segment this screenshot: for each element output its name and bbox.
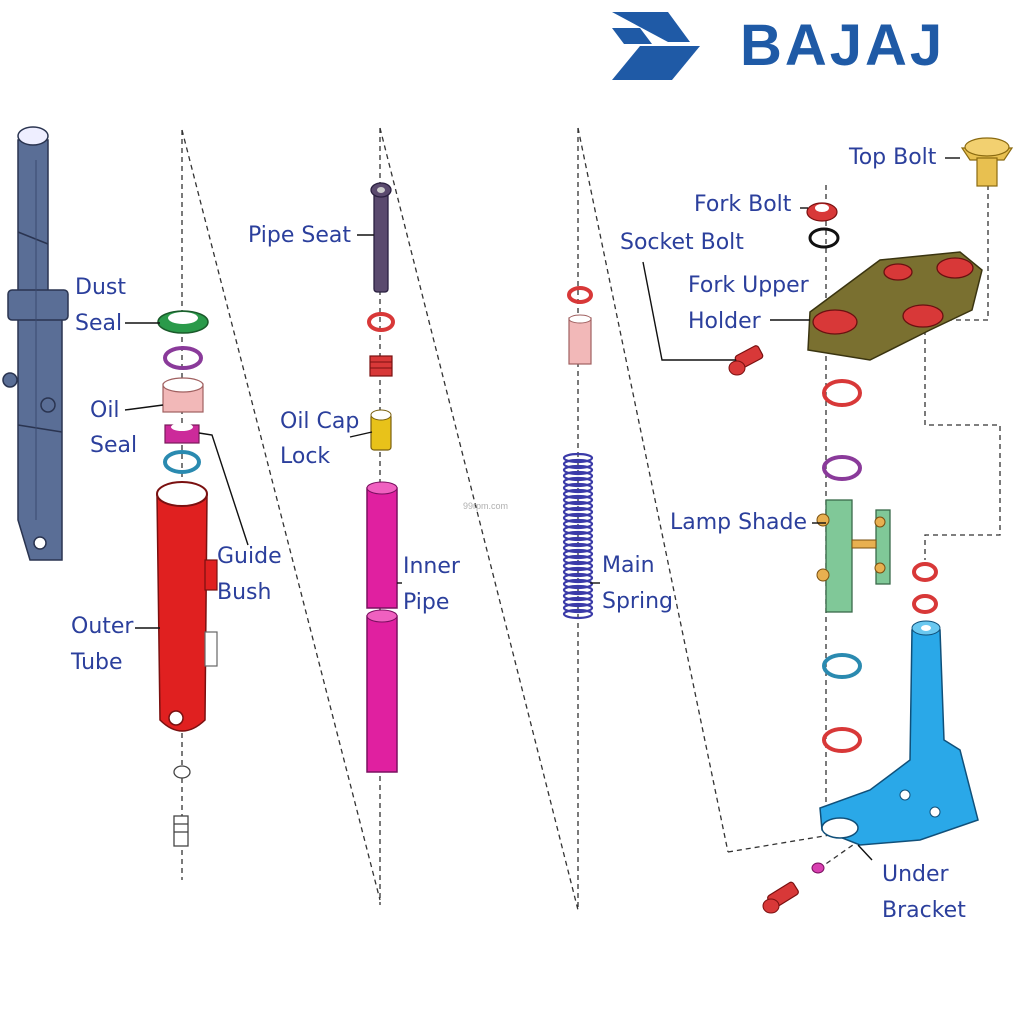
main-spring-part [562, 452, 594, 620]
label-top-bolt: Top Bolt [849, 145, 937, 170]
oil-seal-part [162, 377, 204, 413]
label-dust-seal-2: Seal [75, 311, 123, 336]
spring-coil [562, 566, 594, 578]
spring-coil [562, 536, 594, 548]
spring-coil [562, 452, 594, 464]
label-oil-seal-1: Oil [90, 398, 120, 423]
ring-black-1 [808, 227, 840, 249]
ring-red-2 [567, 286, 593, 304]
spring-coil [562, 512, 594, 524]
leader-lines [124, 157, 960, 861]
outer-tube-part [156, 481, 218, 732]
spring-coil [562, 524, 594, 536]
fork-bolt-part [806, 202, 838, 222]
inner-pipe-part [366, 481, 398, 773]
spring-coil [562, 554, 594, 566]
spring-coil [562, 530, 594, 542]
label-under-bracket-2: Bracket [882, 898, 966, 923]
label-fork-upper-holder-1: Fork Upper [688, 273, 809, 298]
spring-coil [562, 596, 594, 608]
label-main-spring-1: Main [602, 553, 655, 578]
pipe-seat-part [370, 182, 392, 293]
oil-cap-lock-part [370, 409, 392, 451]
ring-red-3 [822, 379, 862, 407]
spring-coil [562, 482, 594, 494]
label-guide-bush-1: Guide [217, 544, 282, 569]
label-outer-tube-2: Tube [71, 650, 123, 675]
spring-coil [562, 578, 594, 590]
bajaj-logo-icon [612, 12, 700, 80]
under-bracket-part [819, 620, 979, 846]
ring-red-6 [822, 727, 862, 753]
spring-coil [562, 590, 594, 602]
label-pipe-seat: Pipe Seat [248, 223, 351, 248]
socket-bolt-part [728, 345, 764, 376]
ring-teal-1 [163, 450, 201, 474]
fork-leg-assembly [2, 126, 69, 561]
brand-wordmark: BAJAJ [740, 13, 946, 78]
spring-coil [562, 560, 594, 572]
spring-coil [562, 518, 594, 530]
nut-part [369, 355, 393, 377]
ring-teal-2 [822, 653, 862, 679]
spring-coil [562, 464, 594, 476]
label-under-bracket-1: Under [882, 862, 949, 887]
spring-coil [562, 476, 594, 488]
dust-seal-part [157, 310, 209, 334]
spring-coil [562, 494, 594, 506]
guide-bush-part [164, 423, 200, 444]
label-guide-bush-2: Bush [217, 580, 272, 605]
spring-coil [562, 572, 594, 584]
spring-coil [562, 470, 594, 482]
label-inner-pipe-1: Inner [403, 554, 460, 579]
label-outer-tube-1: Outer [71, 614, 134, 639]
spring-coil [562, 542, 594, 554]
spring-coil [562, 506, 594, 518]
spring-coil [562, 608, 594, 620]
spring-coil [562, 458, 594, 470]
spacer-part [568, 314, 592, 365]
label-oil-cap-lock-2: Lock [280, 444, 331, 469]
under-bracket-bolt-part [762, 862, 825, 914]
label-fork-upper-holder-2: Holder [688, 309, 761, 334]
ring-red-5 [912, 594, 938, 614]
ring-red-4 [912, 562, 938, 582]
label-dust-seal-1: Dust [75, 275, 126, 300]
label-inner-pipe-2: Pipe [403, 590, 450, 615]
ring-purple-2 [822, 455, 862, 481]
label-fork-bolt: Fork Bolt [694, 192, 792, 217]
watermark: 99rpm.com [463, 501, 509, 511]
label-oil-seal-2: Seal [90, 433, 138, 458]
spring-coil [562, 488, 594, 500]
label-main-spring-2: Spring [602, 589, 673, 614]
spring-coil [562, 584, 594, 596]
ring-purple-1 [163, 346, 203, 370]
lamp-shade-part [816, 499, 891, 613]
spring-coil [562, 548, 594, 560]
drain-bolt-part [173, 765, 191, 847]
spring-coil [562, 602, 594, 614]
label-lamp-shade: Lamp Shade [670, 510, 808, 535]
spring-coil [562, 500, 594, 512]
top-bolt-part [960, 137, 1014, 187]
label-oil-cap-lock-1: Oil Cap [280, 409, 360, 434]
label-socket-bolt: Socket Bolt [620, 230, 744, 255]
fork-upper-holder-part [807, 251, 983, 361]
ring-red-1 [367, 312, 395, 332]
